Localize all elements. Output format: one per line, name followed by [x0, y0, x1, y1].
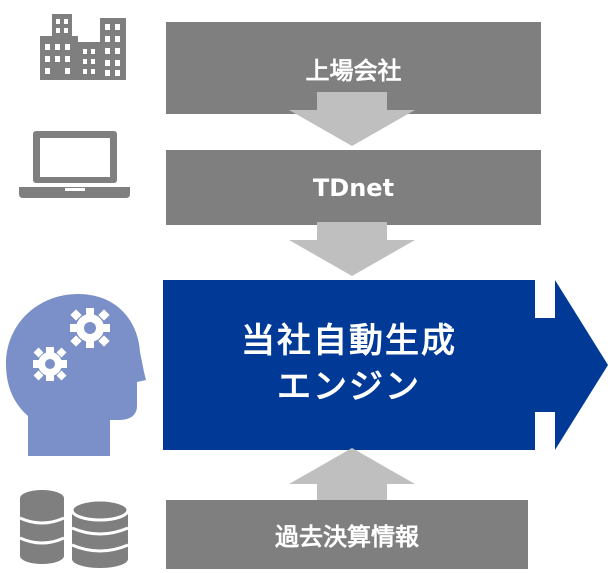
engine-label-line1: 当社自動生成 [241, 321, 457, 362]
engine-label-line2: エンジン [277, 367, 421, 407]
listed-company-label: 上場会社 [305, 56, 402, 85]
arrow-up [289, 448, 415, 506]
head-gears-icon [4, 290, 149, 458]
engine-label: 当社自動生成 エンジン [163, 280, 535, 450]
laptop-icon [17, 128, 132, 200]
engine-block: 当社自動生成 エンジン [163, 280, 608, 450]
office-buildings-icon [38, 12, 128, 82]
past-financial-info-box: 過去決算情報 [166, 500, 528, 569]
tdnet-box: TDnet [166, 150, 541, 225]
database-icon [18, 488, 130, 569]
past-financial-info-label: 過去決算情報 [275, 523, 419, 551]
arrow-down-2 [289, 222, 415, 276]
tdnet-label: TDnet [312, 173, 395, 202]
engine-arrow-shape [163, 280, 608, 450]
arrow-down-1 [289, 92, 415, 146]
